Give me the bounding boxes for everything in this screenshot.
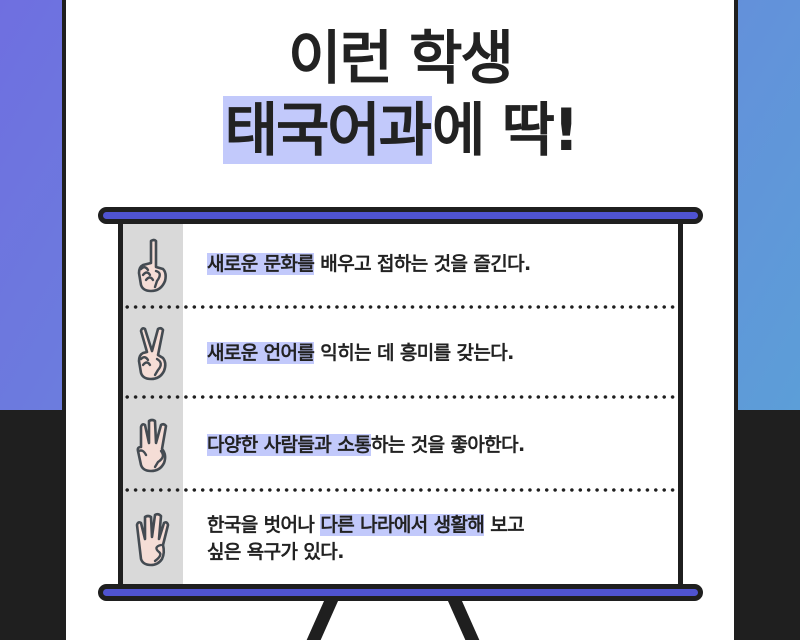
item-rest: 보고: [484, 514, 525, 536]
two-finger-hand-icon: [123, 325, 183, 381]
dotted-divider: [123, 488, 678, 492]
item-text: 다양한 사람들과 소통하는 것을 좋아한다.: [207, 432, 525, 459]
list-item: 한국을 벗어나 다른 나라에서 생활해 보고 싶은 욕구가 있다.: [123, 492, 678, 586]
list-item: 새로운 언어를 익히는 데 흥미를 갖는다.: [123, 309, 678, 397]
item-rest: 하는 것을 좋아한다.: [370, 433, 525, 456]
item-highlight: 새로운 언어를: [207, 341, 315, 364]
one-finger-hand-icon: [123, 237, 183, 293]
item-rest: 익히는 데 흥미를 갖는다.: [314, 341, 514, 364]
easel-board: 새로운 문화를 배우고 접하는 것을 즐긴다. 새로운 언어를 익히는 데 흥미…: [118, 222, 683, 586]
item-text: 새로운 언어를 익히는 데 흥미를 갖는다.: [207, 340, 514, 367]
item-text: 새로운 문화를 배우고 접하는 것을 즐긴다.: [207, 251, 531, 278]
board-top-rail: [98, 207, 703, 224]
title-line-2-rest: 에 딱!: [432, 96, 579, 164]
item-highlight: 다양한 사람들과 소통: [207, 433, 372, 456]
three-finger-hand-icon: [123, 417, 183, 473]
item-highlight: 다른 나라에서 생활해: [320, 514, 485, 536]
list-item: 새로운 문화를 배우고 접하는 것을 즐긴다.: [123, 222, 678, 307]
item-highlight: 새로운 문화를: [207, 253, 315, 275]
item-rest: 배우고 접하는 것을 즐긴다.: [314, 253, 531, 275]
dotted-divider: [123, 395, 678, 399]
dotted-divider: [123, 305, 678, 309]
four-finger-hand-icon: [123, 511, 183, 567]
title-highlight: 태국어과: [222, 96, 432, 164]
item-pre: 한국을 벗어나: [207, 514, 321, 536]
list-item: 다양한 사람들과 소통하는 것을 좋아한다.: [123, 399, 678, 491]
title-line-2: 태국어과에 딱!: [0, 94, 800, 166]
page-title: 이런 학생 태국어과에 딱!: [0, 22, 800, 166]
item-line-2: 싶은 욕구가 있다.: [207, 541, 344, 563]
board-bottom-rail: [98, 584, 703, 601]
item-text: 한국을 벗어나 다른 나라에서 생활해 보고 싶은 욕구가 있다.: [207, 512, 525, 566]
title-line-1: 이런 학생: [288, 24, 514, 92]
